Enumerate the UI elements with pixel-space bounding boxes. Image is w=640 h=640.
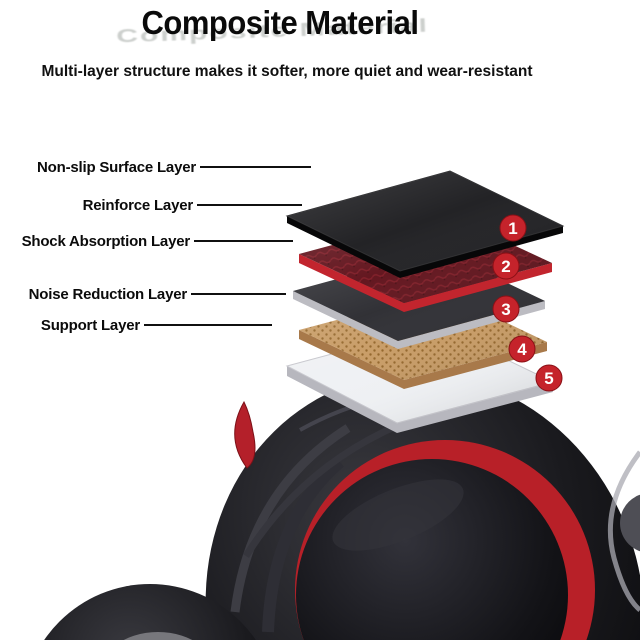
layer-sheen bbox=[287, 171, 563, 271]
badge-number: 5 bbox=[544, 369, 553, 388]
number-badge-3: 3 bbox=[492, 295, 520, 323]
layer-edge bbox=[299, 254, 552, 312]
label-reinforce-layer: Reinforce Layer bbox=[82, 197, 194, 214]
number-badge-1: 1 bbox=[499, 214, 527, 242]
right-edge-curve bbox=[607, 450, 640, 612]
hub-highlight bbox=[332, 479, 464, 551]
badge-circle bbox=[508, 335, 536, 363]
badge-circle bbox=[492, 295, 520, 323]
layer-non-slip bbox=[285, 170, 565, 278]
layer-stack bbox=[285, 170, 565, 433]
red-accent bbox=[234, 400, 256, 469]
lead-lines bbox=[144, 166, 311, 326]
label-non-slip-surface-layer: Non-slip Surface Layer bbox=[37, 159, 196, 176]
tread-groove-2 bbox=[262, 457, 344, 633]
right-edge-disc bbox=[620, 494, 640, 552]
subtitle: Multi-layer structure makes it softer, m… bbox=[41, 63, 533, 80]
badge-circle bbox=[535, 364, 563, 392]
layer-edge bbox=[293, 291, 545, 349]
secondary-rim bbox=[123, 632, 193, 640]
label-support-layer: Support Layer bbox=[40, 317, 140, 334]
badge-circle bbox=[492, 252, 520, 280]
layer-edge bbox=[299, 330, 547, 389]
wheel bbox=[205, 373, 640, 640]
badge-number: 4 bbox=[517, 340, 527, 359]
badge-number: 3 bbox=[501, 300, 510, 319]
number-badge-2: 2 bbox=[492, 252, 520, 280]
right-edge-object bbox=[607, 450, 640, 612]
layer-edge bbox=[287, 366, 553, 433]
badge-number: 1 bbox=[508, 219, 517, 238]
page-title: Composite Material bbox=[141, 3, 419, 42]
label-shock-absorption-layer: Shock Absorption Layer bbox=[21, 233, 191, 250]
number-badge-5: 5 bbox=[535, 364, 563, 392]
secondary-tire bbox=[44, 584, 256, 640]
tread-groove-3 bbox=[243, 424, 394, 558]
number-badges: 1 2 3 4 5 bbox=[492, 214, 563, 392]
badge-circle bbox=[499, 214, 527, 242]
label-noise-reduction-layer: Noise Reduction Layer bbox=[28, 286, 188, 303]
number-badge-4: 4 bbox=[508, 335, 536, 363]
secondary-wheel bbox=[44, 584, 256, 640]
tread-groove-1 bbox=[230, 424, 351, 613]
layer-edge bbox=[287, 216, 563, 278]
badge-number: 2 bbox=[501, 257, 510, 276]
